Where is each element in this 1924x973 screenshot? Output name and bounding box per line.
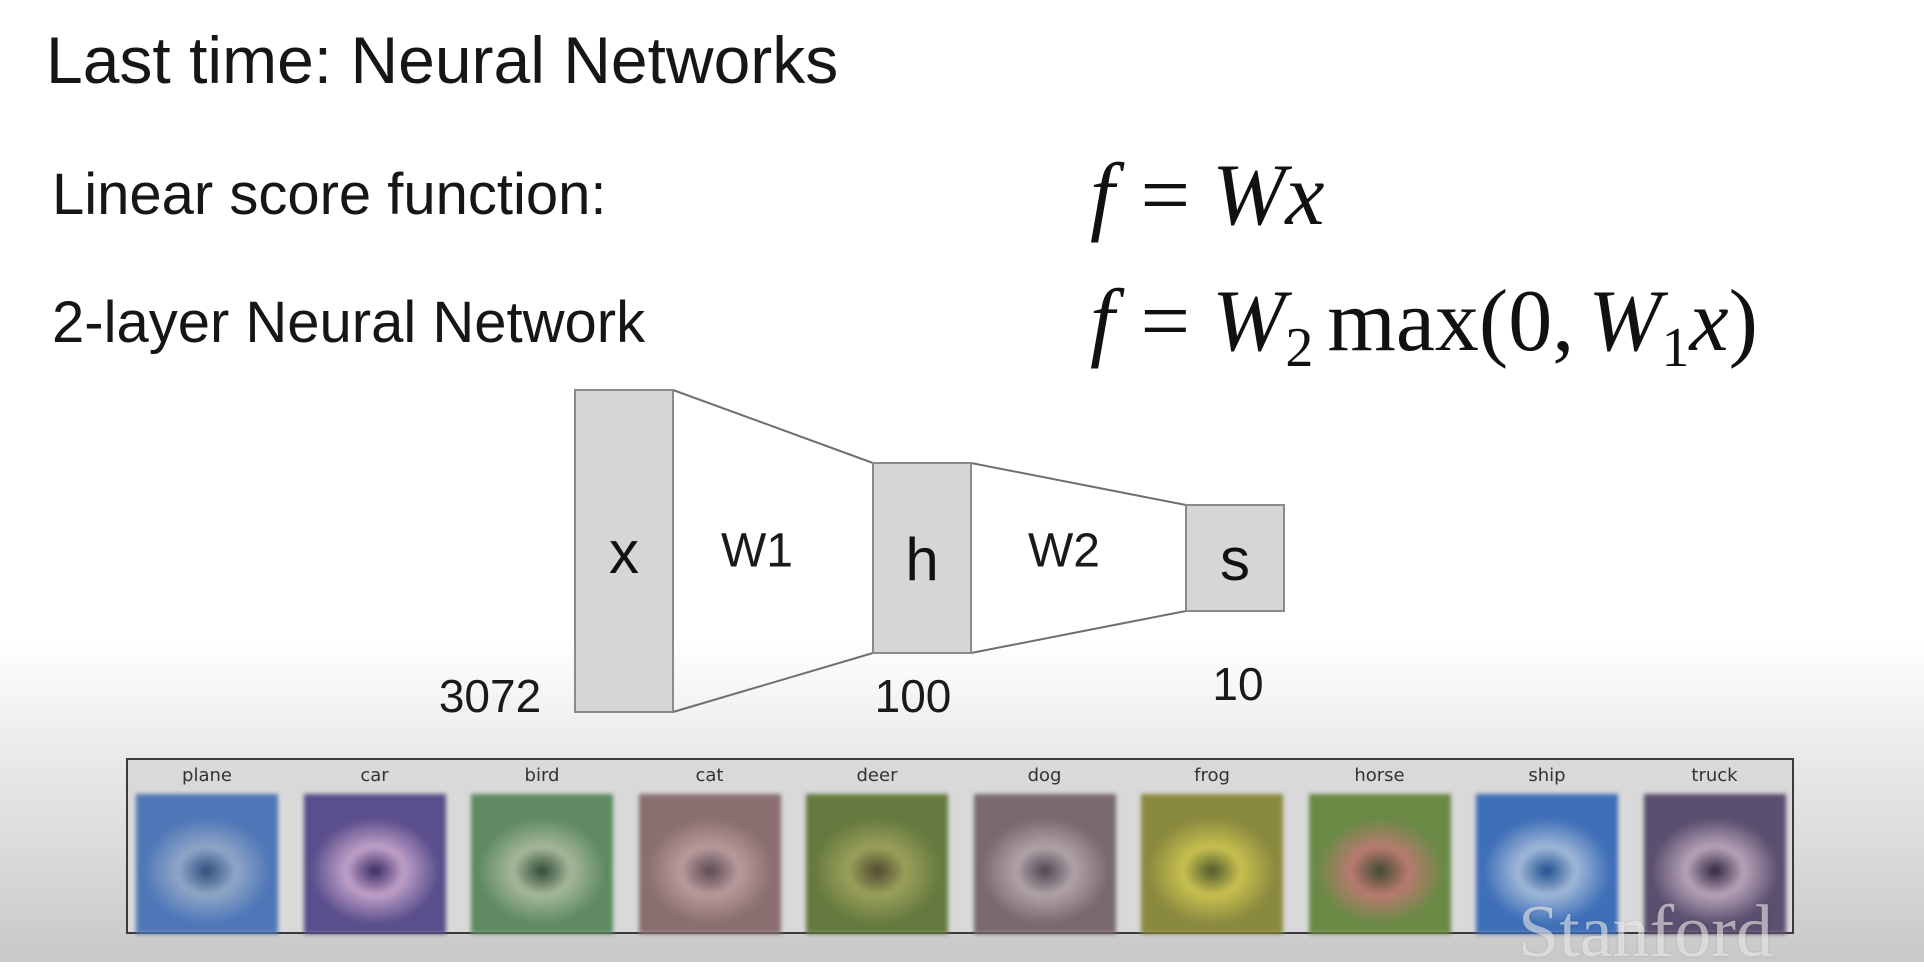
template-frog: frog <box>1141 765 1283 934</box>
template-label: deer <box>856 765 898 786</box>
template-label: horse <box>1354 765 1405 786</box>
node-s-size: 10 <box>1212 658 1263 710</box>
linear-equation: f =Wx <box>1090 146 1324 246</box>
stanford-watermark: Stanford <box>1518 891 1773 973</box>
eq-equals: = <box>1140 147 1191 244</box>
template-image <box>806 794 948 934</box>
edge-line <box>672 652 874 713</box>
node-h-box <box>872 462 972 654</box>
weight-label-w2: W2 <box>1028 525 1100 578</box>
template-image <box>136 794 278 934</box>
class-template-strip: plane car bird cat deer dog frog horse ship truck <box>126 758 1794 934</box>
template-image <box>1308 794 1451 934</box>
template-image <box>1643 794 1786 934</box>
eq-equals: = <box>1140 273 1191 370</box>
eq-close-paren: ) <box>1728 273 1758 370</box>
template-cat: cat <box>638 765 781 934</box>
eq-w2: W <box>1212 273 1286 370</box>
template-image <box>471 794 613 934</box>
eq-x: x <box>1285 147 1325 244</box>
template-label: dog <box>1027 765 1062 786</box>
eq-f: f <box>1090 273 1115 370</box>
node-h-size: 100 <box>875 670 952 722</box>
template-horse: horse <box>1308 765 1451 934</box>
node-s-box <box>1185 504 1285 612</box>
template-label: plane <box>182 765 232 786</box>
slide-title: Last time: Neural Networks <box>46 23 839 97</box>
template-label: ship <box>1528 765 1566 786</box>
eq-f: f <box>1090 147 1115 244</box>
eq-w1: W <box>1588 273 1662 370</box>
template-image <box>638 794 781 934</box>
template-image <box>973 794 1116 934</box>
edge-line <box>970 610 1187 654</box>
template-label: bird <box>524 765 560 786</box>
template-image <box>303 794 446 934</box>
template-image <box>1476 794 1618 934</box>
edge-line <box>672 389 874 464</box>
template-label: truck <box>1691 765 1738 786</box>
eq-w2-subscript: 2 <box>1285 317 1314 379</box>
template-ship: ship <box>1476 765 1618 934</box>
linear-score-label: Linear score function: <box>52 162 607 227</box>
template-label: frog <box>1194 765 1230 786</box>
template-image <box>1141 794 1283 934</box>
node-x-size: 3072 <box>439 670 541 722</box>
eq-x: x <box>1689 273 1729 370</box>
template-bird: bird <box>471 765 613 934</box>
template-truck: truck <box>1643 765 1786 934</box>
node-x-box <box>574 389 674 713</box>
template-label: car <box>360 765 389 786</box>
template-car: car <box>303 765 446 934</box>
template-deer: deer <box>806 765 948 934</box>
eq-w: W <box>1212 147 1286 244</box>
edge-line <box>970 462 1187 506</box>
template-dog: dog <box>973 765 1116 934</box>
node-h-label: h <box>905 526 938 593</box>
node-s-label: s <box>1220 526 1250 593</box>
two-layer-nn-label: 2-layer Neural Network <box>52 290 646 355</box>
template-label: cat <box>695 765 724 786</box>
eq-max: max(0, <box>1327 273 1575 370</box>
node-x-label: x <box>609 519 639 586</box>
weight-label-w1: W1 <box>721 525 793 578</box>
eq-w1-subscript: 1 <box>1661 317 1690 379</box>
template-plane: plane <box>136 765 278 934</box>
